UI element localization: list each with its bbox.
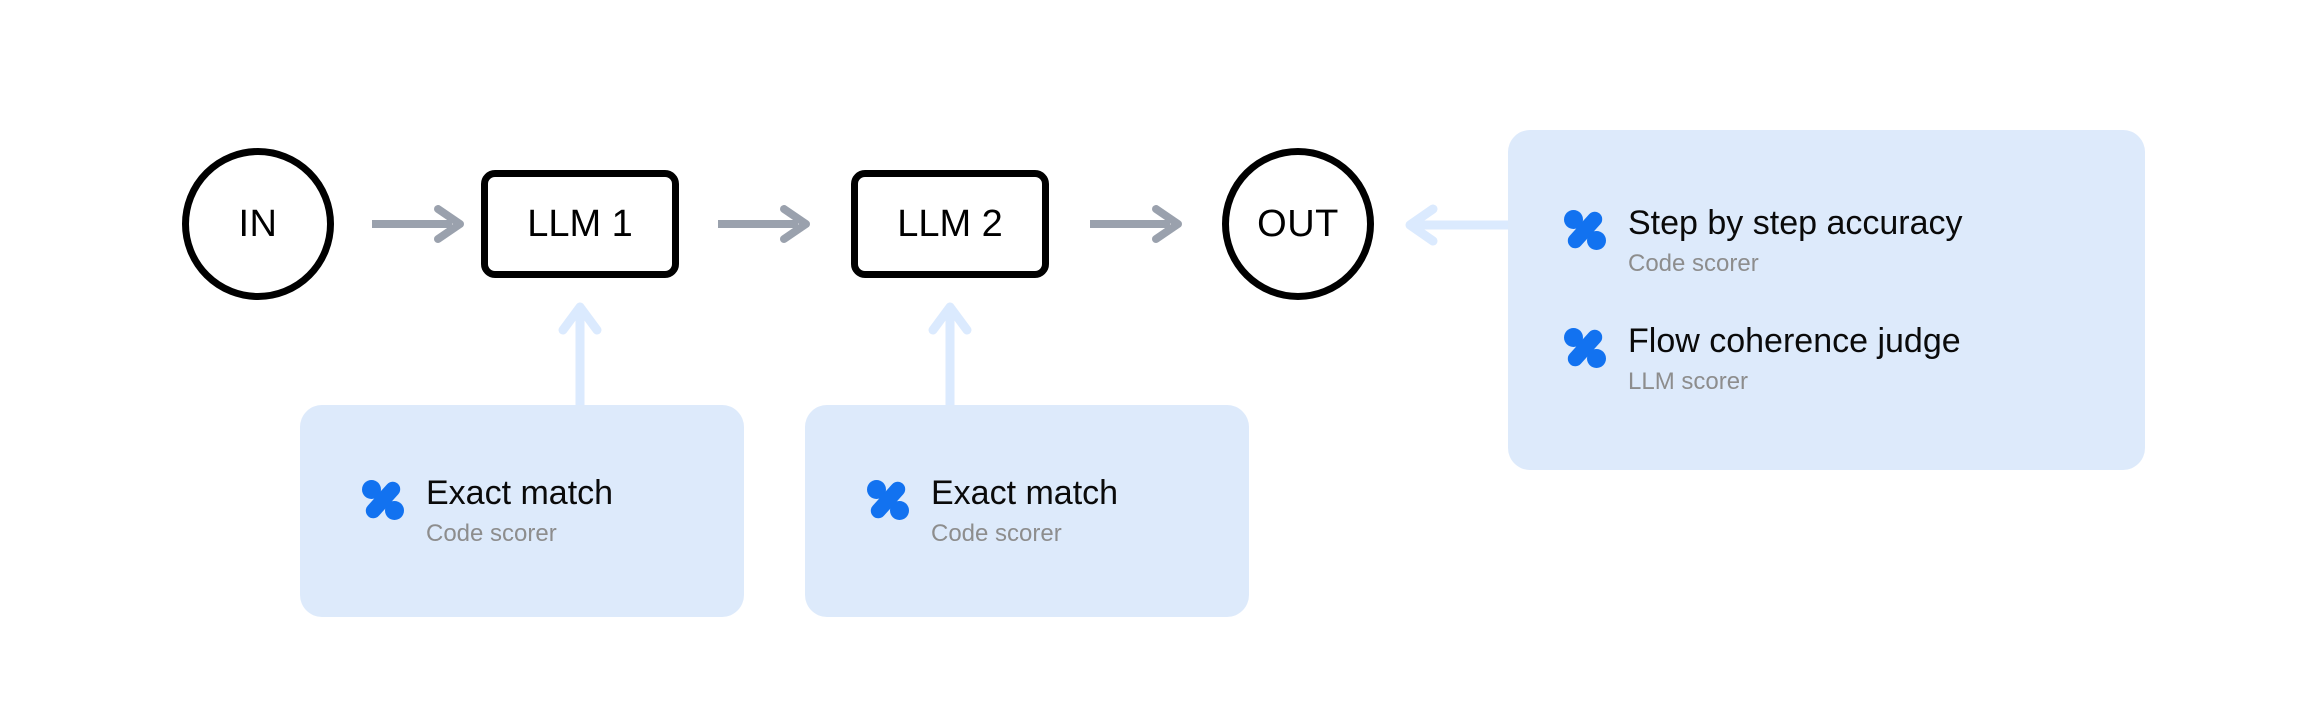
scorer-card-llm1[interactable]: Exact match Code scorer [300, 405, 744, 617]
node-out-label: OUT [1257, 203, 1339, 245]
node-llm2[interactable]: LLM 2 [851, 170, 1049, 278]
scorer-title: Exact match [426, 473, 614, 512]
node-llm1[interactable]: LLM 1 [481, 170, 679, 278]
scorer-title: Exact match [931, 473, 1119, 512]
scorer-subtitle: LLM scorer [1628, 368, 1749, 396]
flow-arrow-llm1-to-llm2 [718, 205, 810, 243]
scorer-arrow-llm1 [558, 302, 602, 412]
percent-scorer-icon [867, 478, 909, 522]
scorer-text: Exact match Code scorer [426, 473, 613, 549]
flow-arrow-in-to-llm1 [372, 205, 464, 243]
percent-scorer-icon [1564, 326, 1606, 370]
node-in-label: IN [238, 203, 278, 245]
scorer-item[interactable]: Step by step accuracy Code scorer [1564, 203, 2145, 279]
scorer-title: Step by step accuracy [1628, 203, 1963, 242]
flow-arrow-llm2-to-out [1090, 205, 1182, 243]
node-out[interactable]: OUT [1222, 148, 1374, 300]
scorer-item[interactable]: Exact match Code scorer [867, 473, 1249, 549]
scorer-text: Exact match Code scorer [931, 473, 1118, 549]
scorer-card-out[interactable]: Step by step accuracy Code scorer Flow c… [1508, 130, 2145, 470]
scorer-item[interactable]: Exact match Code scorer [362, 473, 744, 549]
scorer-subtitle: Code scorer [1628, 250, 1759, 277]
scorer-item[interactable]: Flow coherence judge LLM scorer [1564, 321, 2145, 397]
scorer-arrow-out [1405, 204, 1509, 246]
scorer-subtitle: Code scorer [426, 520, 557, 548]
percent-scorer-icon [1564, 208, 1606, 252]
percent-scorer-icon [362, 478, 404, 522]
scorer-arrow-llm2 [928, 302, 972, 412]
scorer-text: Flow coherence judge LLM scorer [1628, 321, 1961, 397]
scorer-text: Step by step accuracy Code scorer [1628, 203, 1963, 279]
node-llm2-label: LLM 2 [897, 203, 1003, 245]
scorer-title: Flow coherence judge [1628, 322, 1961, 360]
scorer-subtitle: Code scorer [931, 520, 1062, 548]
node-llm1-label: LLM 1 [527, 203, 633, 245]
node-in[interactable]: IN [182, 148, 334, 300]
scorer-card-llm2[interactable]: Exact match Code scorer [805, 405, 1249, 617]
